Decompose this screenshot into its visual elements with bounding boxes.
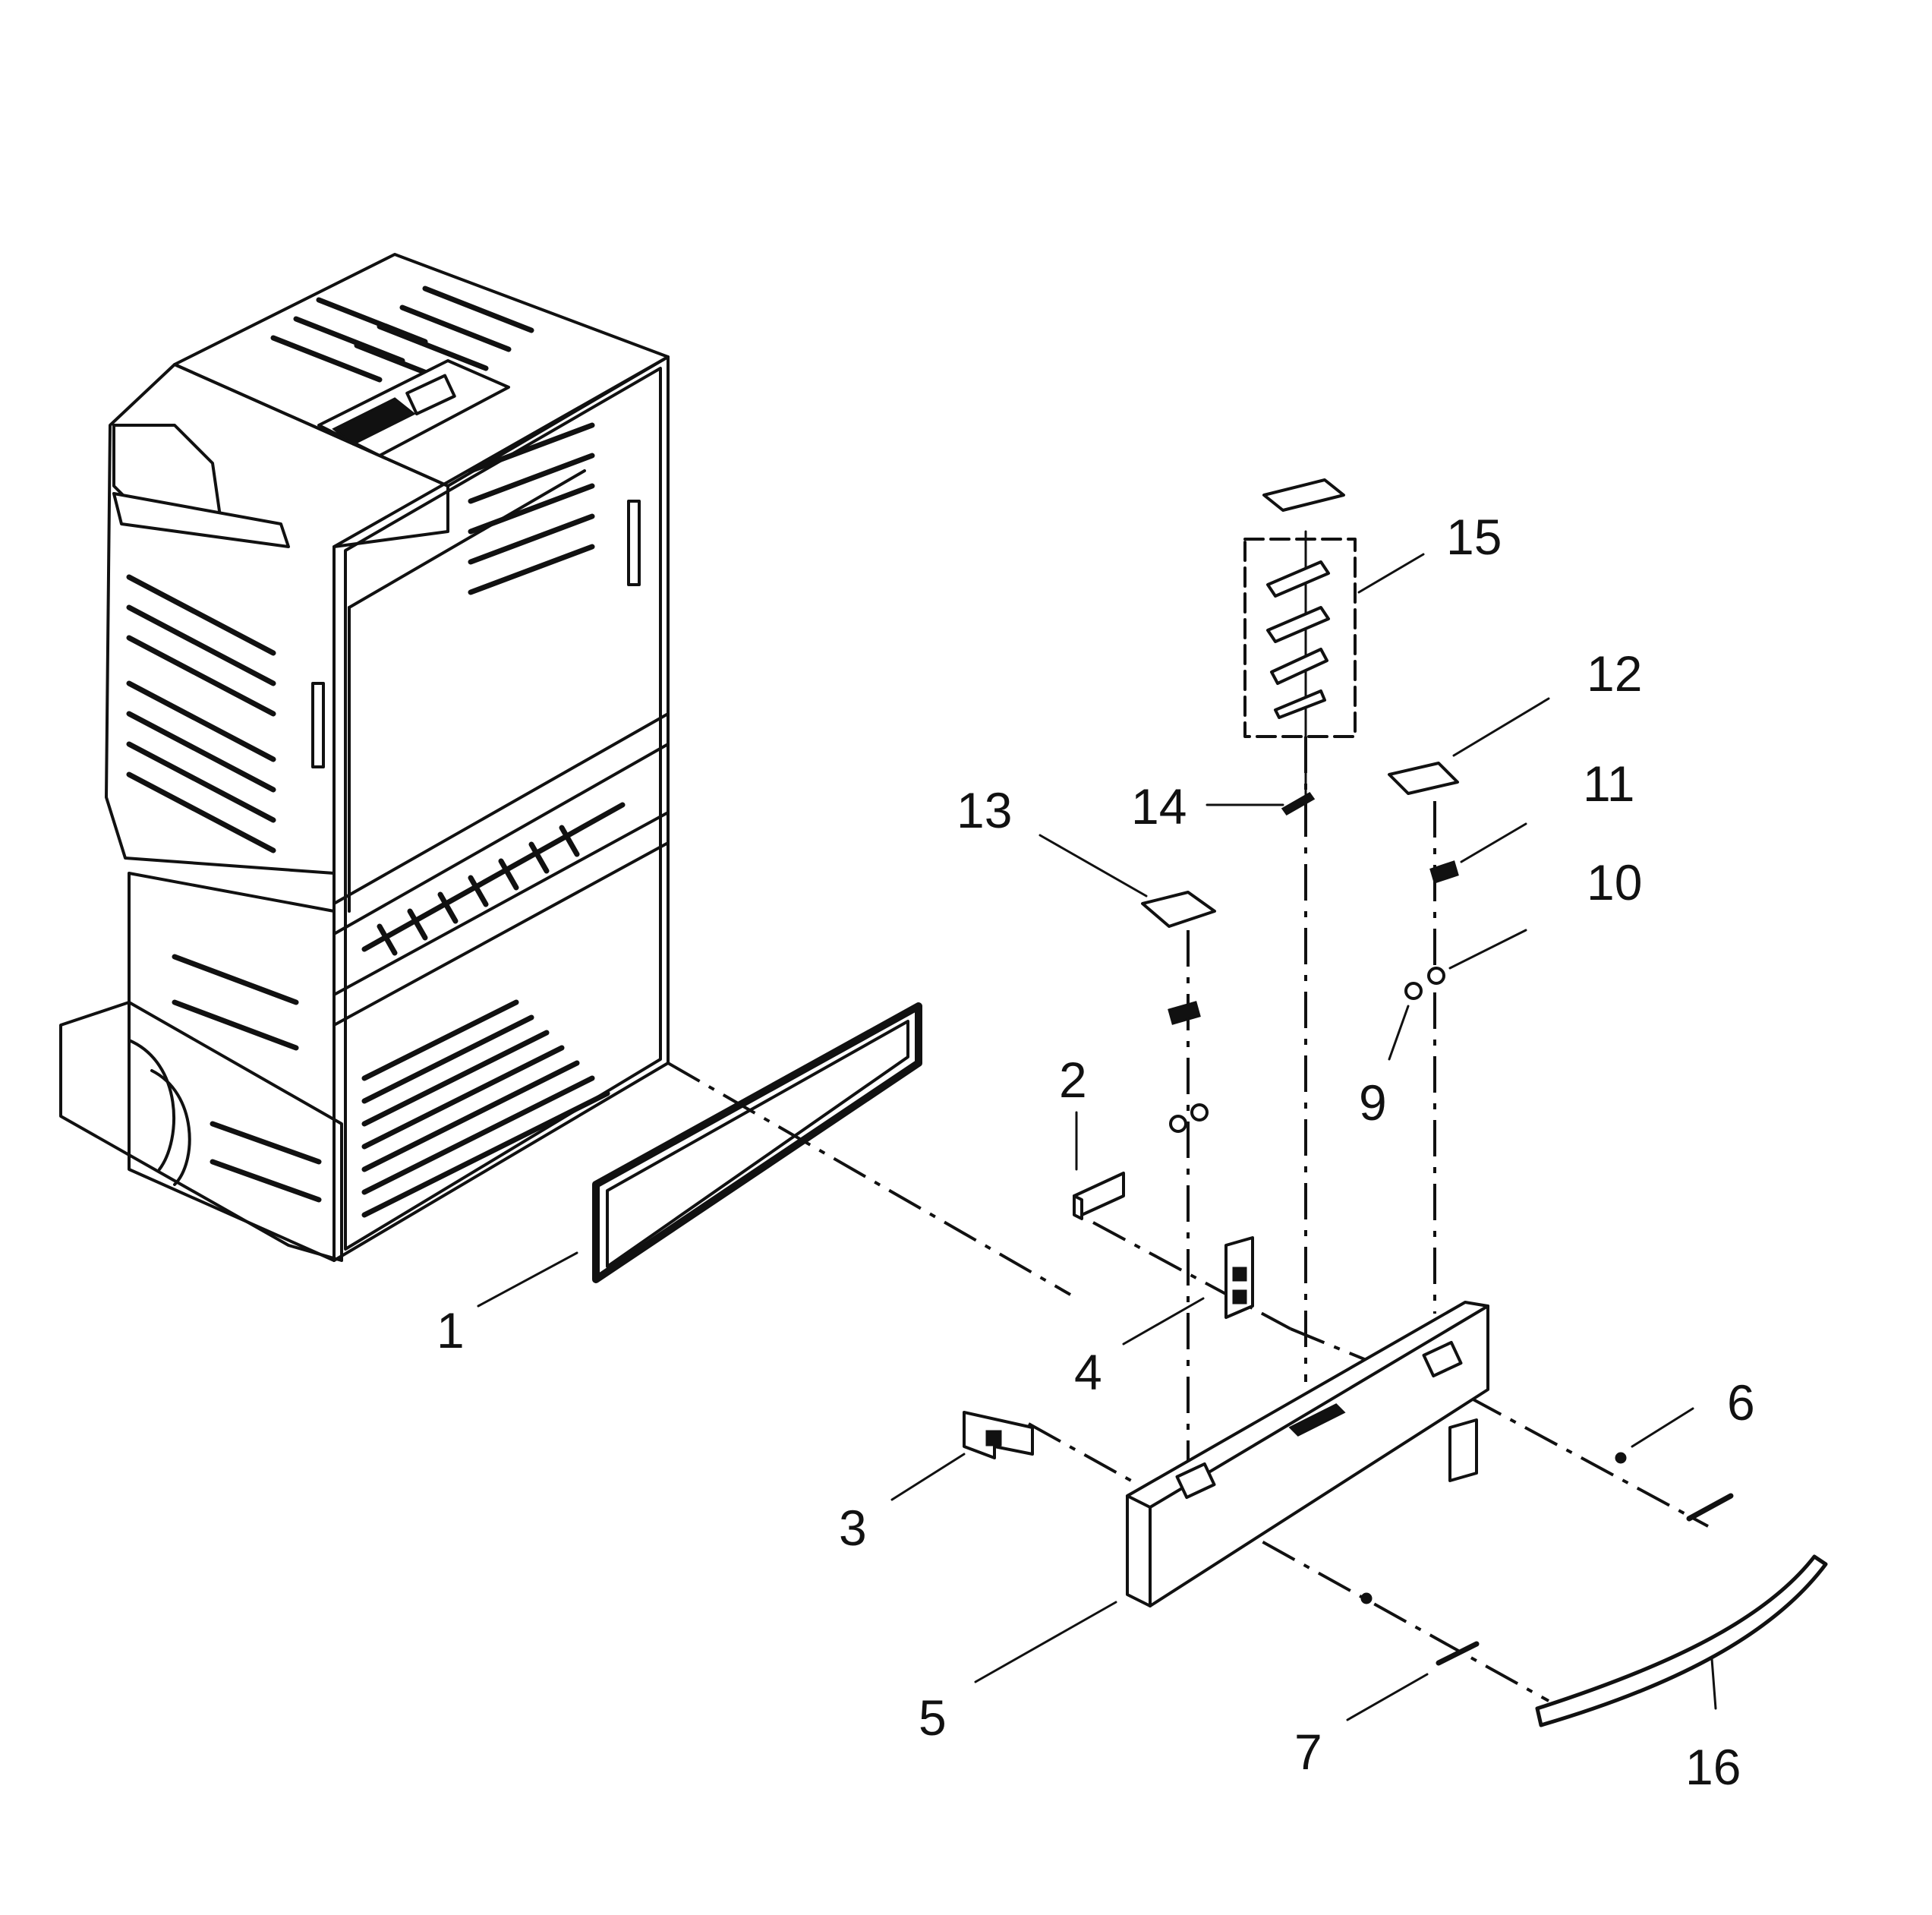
part-2-bracket	[1073, 1172, 1125, 1220]
part-3-hinge-left	[963, 1411, 1034, 1459]
callout-1: 1	[437, 1302, 465, 1358]
part-16-handle-rail	[1535, 1554, 1828, 1727]
callout-6: 6	[1727, 1374, 1755, 1431]
callout-15: 15	[1446, 509, 1502, 565]
callout-9: 9	[1359, 1074, 1387, 1131]
part-5-drawer-front	[1126, 1301, 1489, 1607]
callout-13: 13	[957, 782, 1012, 838]
leader-lines	[477, 553, 1717, 1721]
callout-3: 3	[839, 1500, 867, 1556]
callout-14: 14	[1131, 778, 1187, 834]
callout-12: 12	[1587, 645, 1642, 702]
left-cap-stack	[1141, 891, 1216, 1133]
part-4-hinge-right	[1224, 1236, 1254, 1319]
center-cap-stack	[1243, 478, 1357, 816]
callout-16: 16	[1685, 1739, 1741, 1795]
refrigerator-cabinet	[59, 253, 670, 1262]
callout-11: 11	[1583, 756, 1635, 812]
callout-4: 4	[1074, 1344, 1102, 1400]
callout-2: 2	[1059, 1052, 1087, 1108]
parts-6-7-pins	[1360, 1452, 1734, 1666]
callout-5: 5	[919, 1689, 947, 1746]
callout-labels: 1 2 3 4 5 6 7 9 10 11 12 13 14 15 16	[437, 509, 1755, 1795]
callout-10: 10	[1587, 854, 1642, 910]
assembly-dash-lines	[667, 530, 1709, 1702]
callout-7: 7	[1294, 1724, 1322, 1780]
part-1-gasket	[592, 1002, 922, 1283]
right-cap-stack	[1388, 762, 1459, 1000]
